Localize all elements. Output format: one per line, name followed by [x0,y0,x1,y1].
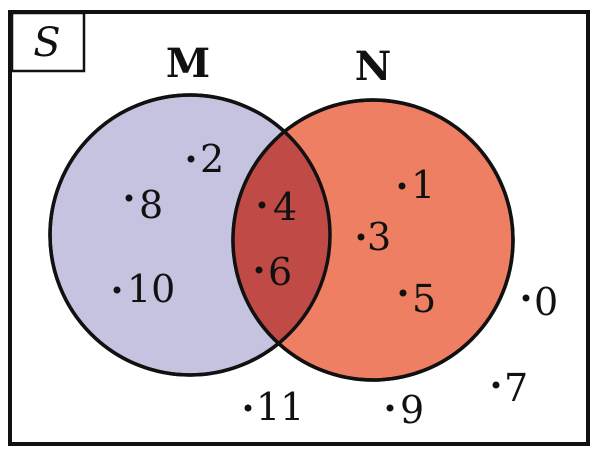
element: 11 [244,385,304,429]
set-m-label: M [166,40,210,87]
element-label: 10 [127,267,175,311]
element-label: 9 [400,388,424,432]
element-label: 8 [139,183,163,227]
universe-label-box [10,11,86,73]
element: 2 [187,137,224,181]
element: 6 [255,250,292,294]
element-dot [258,201,266,209]
element-dot [187,155,195,163]
element-dot [244,404,252,412]
element-label: 2 [200,137,224,181]
set-m-outline [48,93,332,377]
element: 9 [386,388,424,432]
intersection-region [233,100,330,375]
element-label: 4 [273,185,297,229]
element: 1 [398,163,435,207]
element-label: 7 [504,366,528,410]
element-dot [125,194,133,202]
element-dot [255,266,263,274]
set-n-outline [231,98,515,382]
element: 0 [522,280,558,324]
element-dot [398,182,406,190]
element-label: 11 [256,385,304,429]
element: 3 [357,215,391,259]
element: 5 [399,277,436,321]
element-label: 6 [268,250,292,294]
element-dot [386,404,394,412]
element-dot [357,233,365,241]
element: 7 [492,366,528,410]
element-dot [113,286,121,294]
set-n-label: N [355,43,392,90]
universe-label: S [33,20,60,66]
element: 4 [258,185,297,229]
element-label: 3 [367,215,391,259]
element-label: 0 [534,280,558,324]
element-dot [399,289,407,297]
element: 8 [125,183,163,227]
element-label: 5 [412,277,436,321]
element-label: 1 [411,163,435,207]
element-dot [492,381,500,389]
element: 10 [113,267,175,311]
element-dot [522,294,530,302]
